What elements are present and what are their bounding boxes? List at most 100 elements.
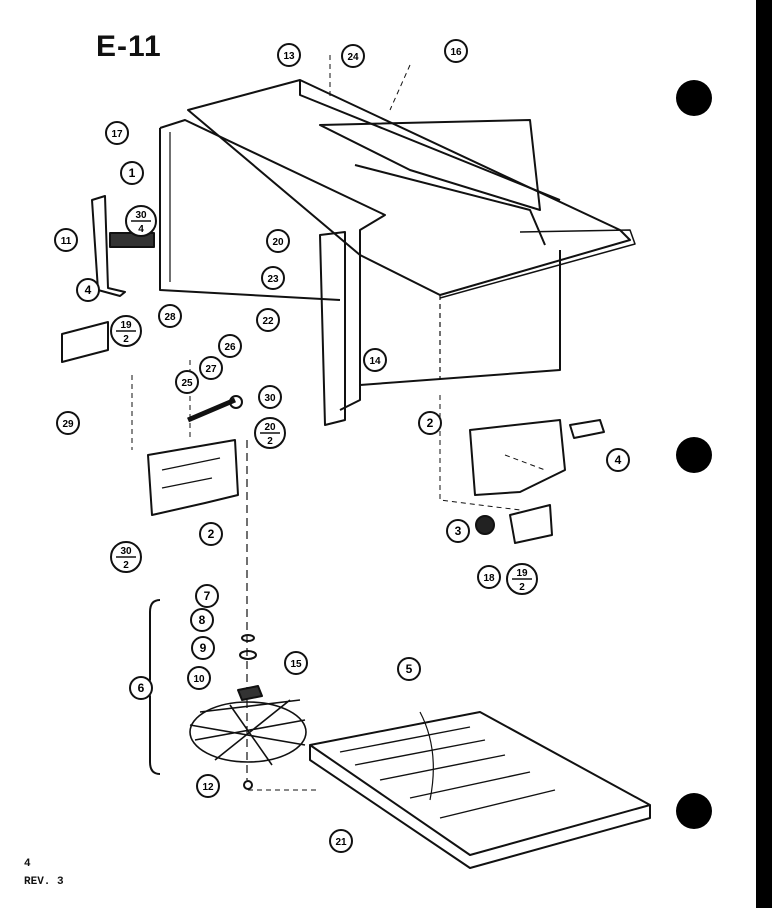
callout-number: 6 — [138, 681, 145, 695]
callout-c22: 22 — [256, 308, 280, 332]
callout-number: 7 — [204, 589, 211, 603]
callout-number: 2 — [427, 416, 434, 430]
callout-number: 9 — [200, 641, 207, 655]
callout-circle — [175, 370, 199, 394]
duct-edge — [354, 164, 546, 246]
cabinet-flange — [439, 229, 636, 299]
callout-circle — [191, 636, 215, 660]
fraction-denominator: 2 — [123, 334, 129, 345]
callout-number: 30 — [264, 393, 276, 404]
callout-circle — [329, 829, 353, 853]
callout-number: 5 — [406, 662, 413, 676]
callout-circle — [606, 448, 630, 472]
fraction-callout-f19_2a: 192 — [110, 315, 142, 347]
callout-c8: 8 — [190, 608, 214, 632]
callout-c23: 23 — [261, 266, 285, 290]
knob — [475, 515, 495, 535]
callout-c6: 6 — [129, 676, 153, 700]
callout-number: 1 — [129, 166, 136, 180]
callout-c18: 18 — [477, 565, 501, 589]
fraction-denominator: 4 — [138, 224, 144, 235]
callout-circle — [258, 385, 282, 409]
callout-number: 23 — [267, 274, 279, 285]
fraction-numerator: 30 — [120, 546, 132, 557]
callout-c30: 30 — [258, 385, 282, 409]
callout-circle — [158, 304, 182, 328]
left-panel — [61, 321, 109, 363]
callout-circle — [187, 666, 211, 690]
callout-circle — [129, 676, 153, 700]
front-frame — [159, 119, 386, 411]
callout-circle — [195, 584, 219, 608]
washer-8 — [241, 634, 255, 642]
callout-c28a: 28 — [158, 304, 182, 328]
callout-circle — [444, 39, 468, 63]
fan-blade — [189, 699, 307, 766]
tray-bend — [419, 711, 434, 801]
callout-number: 11 — [61, 236, 72, 247]
callout-c3: 3 — [446, 519, 470, 543]
punch-hole-middle — [676, 437, 712, 473]
callout-circle — [190, 608, 214, 632]
cabinet-top-panel — [187, 79, 631, 296]
callout-circle — [196, 774, 220, 798]
callout-c25: 25 — [175, 370, 199, 394]
callout-number: 8 — [199, 613, 206, 627]
callout-c1: 1 — [120, 161, 144, 185]
callout-circle — [277, 43, 301, 67]
callout-number: 22 — [262, 316, 274, 327]
front-frame-left — [159, 128, 341, 301]
cabinet-side — [359, 250, 561, 386]
callout-c27: 27 — [199, 356, 223, 380]
callout-circle — [284, 651, 308, 675]
line-art — [61, 55, 651, 869]
callout-c21: 21 — [329, 829, 353, 853]
callout-c2a: 2 — [418, 411, 442, 435]
fraction-numerator: 20 — [264, 422, 276, 433]
hub-10 — [237, 685, 263, 701]
callout-c17: 17 — [105, 121, 129, 145]
callout-c13: 13 — [277, 43, 301, 67]
top-duct — [319, 119, 541, 211]
callout-c4a: 4 — [76, 278, 100, 302]
left-housing — [147, 439, 239, 516]
fraction-numerator: 30 — [135, 210, 147, 221]
callout-number: 2 — [208, 527, 215, 541]
callout-circle — [363, 348, 387, 372]
callout-number: 13 — [283, 51, 295, 62]
callout-c12: 12 — [196, 774, 220, 798]
fraction-denominator: 2 — [123, 560, 129, 571]
callout-c9: 9 — [191, 636, 215, 660]
punch-hole-bottom — [676, 793, 712, 829]
callout-circle — [76, 278, 100, 302]
callout-number: 4 — [85, 283, 92, 297]
callout-c16: 16 — [444, 39, 468, 63]
callout-circle — [56, 411, 80, 435]
callout-circle — [418, 411, 442, 435]
washer-9 — [239, 650, 257, 660]
callout-number: 12 — [202, 782, 214, 793]
callout-c2b: 2 — [199, 522, 223, 546]
diagram-title: E-11 — [96, 30, 162, 63]
callout-c7: 7 — [195, 584, 219, 608]
callout-circle — [266, 229, 290, 253]
callout-circle — [477, 565, 501, 589]
callout-circle — [397, 657, 421, 681]
callout-circle — [120, 161, 144, 185]
callout-circle — [341, 44, 365, 68]
callout-number: 29 — [62, 419, 74, 430]
callout-c15: 15 — [284, 651, 308, 675]
callout-c20a: 20 — [266, 229, 290, 253]
callout-circle — [105, 121, 129, 145]
shaft-assembly — [187, 397, 236, 423]
callout-number: 26 — [224, 342, 236, 353]
fraction-callout-f30_4: 304 — [125, 205, 157, 237]
callout-number: 17 — [111, 129, 123, 140]
callout-number: 3 — [455, 524, 462, 538]
fraction-numerator: 19 — [120, 320, 132, 331]
callout-c11: 11 — [54, 228, 78, 252]
scan-edge — [756, 0, 772, 908]
